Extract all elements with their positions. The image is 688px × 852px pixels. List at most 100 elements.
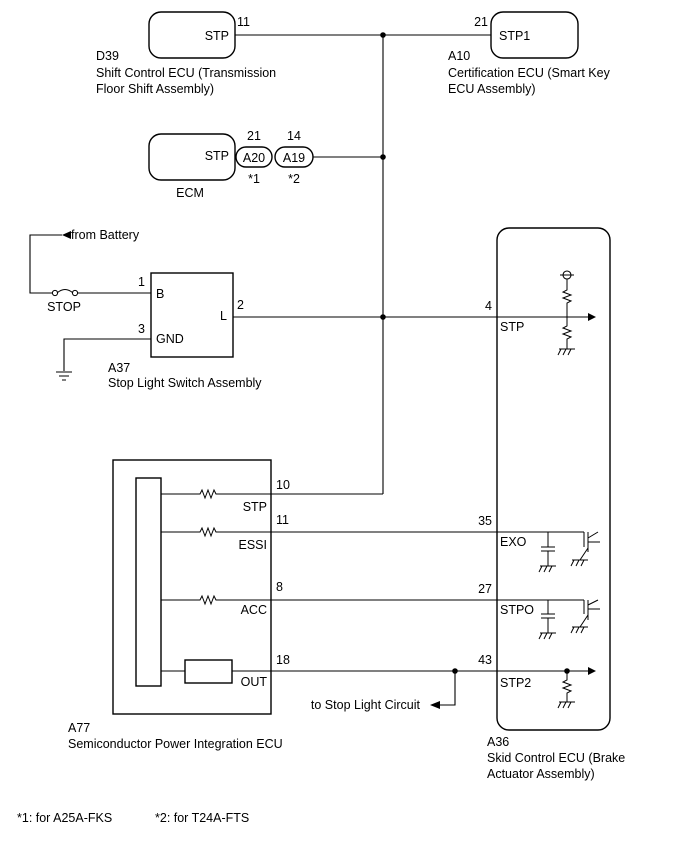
- a36-term-stp2: STP2: [500, 676, 531, 690]
- ground-icon: [570, 626, 588, 634]
- a36-stpo-internal: [497, 599, 600, 640]
- a77-pin-essi: 11: [276, 513, 289, 527]
- a37-stop-light-switch: B GND L 1 3 2 A37 Stop Light Switch Asse…: [56, 272, 262, 390]
- transistor-icon: [579, 599, 600, 628]
- d39-code: D39: [96, 49, 119, 63]
- stop-light-arrow-icon: [430, 701, 440, 709]
- a37-ground-wire: [63, 338, 151, 371]
- battery-label: from Battery: [71, 228, 140, 242]
- resistor-icon: [561, 671, 573, 702]
- a77-pin-acc: 8: [276, 580, 283, 594]
- a77-semiconductor-power-integration-ecu: STP ESSI ACC OUT 10 11 8 18 A77 Semicond…: [68, 459, 290, 751]
- a10-terminal-stp1: STP1: [499, 29, 530, 43]
- ground-icon: [538, 632, 556, 640]
- footnote-2: *2: for T24A-FTS: [155, 811, 249, 825]
- ecm-conn2-code: A19: [283, 151, 305, 165]
- junction-dot: [452, 668, 458, 674]
- a37-pin-l: 2: [237, 298, 244, 312]
- a36-term-stpo: STPO: [500, 603, 534, 617]
- fuse-terminal-right: [71, 289, 79, 297]
- fuse-label: STOP: [47, 300, 81, 314]
- a36-pin-stp: 4: [485, 299, 492, 313]
- a37-term-gnd: GND: [156, 332, 184, 346]
- wire-stop-light: [440, 671, 456, 706]
- ecm: STP ECM A20 21 *1 A19 14 *2: [148, 129, 314, 200]
- footnote-1: *1: for A25A-FKS: [17, 811, 112, 825]
- input-arrow-icon: [588, 667, 596, 675]
- a37-term-l: L: [220, 309, 227, 323]
- resistor-icon: [161, 488, 271, 500]
- a36-code: A36: [487, 735, 509, 749]
- a77-box: [112, 459, 272, 715]
- a36-term-exo: EXO: [500, 535, 527, 549]
- a36-pin-stp2: 43: [478, 653, 492, 667]
- a77-term-acc: ACC: [241, 603, 267, 617]
- d39-name-line2: Floor Shift Assembly): [96, 82, 214, 96]
- a77-internal-block: [135, 477, 162, 687]
- ecm-conn1-pin: 21: [247, 129, 261, 143]
- battery-wire: [29, 234, 62, 294]
- a37-name: Stop Light Switch Assembly: [108, 376, 262, 390]
- ecm-box: [148, 133, 236, 181]
- a36-pin-stpo: 27: [478, 582, 492, 596]
- a77-code: A77: [68, 721, 90, 735]
- a37-code: A37: [108, 361, 130, 375]
- a77-pin-stp: 10: [276, 478, 290, 492]
- a10-pin: 21: [474, 15, 488, 29]
- resistor-icon: [561, 317, 573, 349]
- a36-stp-internal: [497, 270, 596, 356]
- d39-pin: 11: [237, 15, 250, 29]
- a37-term-b: B: [156, 287, 164, 301]
- a10-code: A10: [448, 49, 470, 63]
- a36-exo-internal: [497, 531, 600, 573]
- a36-term-stp: STP: [500, 320, 524, 334]
- fuse-terminal-left: [51, 289, 59, 297]
- a10-certification-ecu: STP1 21 A10 Certification ECU (Smart Key…: [448, 11, 611, 96]
- a36-name-line2: Actuator Assembly): [487, 767, 595, 781]
- resistor-icon: [161, 526, 271, 538]
- ecm-conn1-note: *1: [248, 172, 260, 186]
- input-arrow-icon: [588, 313, 596, 321]
- main-wiring: to Stop Light Circuit: [233, 32, 497, 712]
- junction-dot: [380, 314, 386, 320]
- ecm-connector-a20: [235, 146, 273, 168]
- a77-pin-out: 18: [276, 653, 290, 667]
- ecm-conn1-code: A20: [243, 151, 265, 165]
- d39-terminal-stp: STP: [205, 29, 229, 43]
- a77-name: Semiconductor Power Integration ECU: [68, 737, 283, 751]
- stop-light-label: to Stop Light Circuit: [311, 698, 421, 712]
- a77-term-out: OUT: [241, 675, 268, 689]
- battery-arrow-icon: [62, 231, 71, 239]
- resistor-icon: [161, 594, 271, 606]
- a36-box: [496, 227, 611, 731]
- d39-shift-control-ecu: STP 11 D39 Shift Control ECU (Transmissi…: [96, 11, 276, 96]
- a77-out-driver-block: [184, 659, 233, 684]
- ground-icon: [56, 371, 72, 381]
- a10-name-line2: ECU Assembly): [448, 82, 536, 96]
- ecm-conn2-pin: 14: [287, 129, 301, 143]
- ecm-terminal-stp: STP: [205, 149, 229, 163]
- ground-icon: [557, 348, 575, 356]
- a77-term-essi: ESSI: [239, 538, 268, 552]
- a36-name-line1: Skid Control ECU (Brake: [487, 751, 625, 765]
- junction-dot: [380, 154, 386, 160]
- footnotes: *1: for A25A-FKS *2: for T24A-FTS: [17, 811, 249, 825]
- d39-name-line1: Shift Control ECU (Transmission: [96, 66, 276, 80]
- a37-pin-gnd: 3: [138, 322, 145, 336]
- a36-pin-exo: 35: [478, 514, 492, 528]
- transistor-icon: [579, 531, 600, 561]
- battery-fuse-circuit: from Battery STOP: [29, 228, 151, 314]
- a10-name-line1: Certification ECU (Smart Key: [448, 66, 611, 80]
- ground-icon: [570, 559, 588, 567]
- ecm-conn2-note: *2: [288, 172, 300, 186]
- junction-dot: [380, 32, 386, 38]
- ground-icon: [557, 701, 575, 709]
- a77-term-stp: STP: [243, 500, 267, 514]
- ecm-name: ECM: [176, 186, 204, 200]
- fuse-icon: [56, 289, 74, 294]
- a37-pin-b: 1: [138, 275, 145, 289]
- a36-skid-control-ecu: STP EXO STPO STP2 4 35 27 43: [478, 227, 625, 781]
- a37-box: [150, 272, 234, 358]
- ground-icon: [538, 565, 556, 573]
